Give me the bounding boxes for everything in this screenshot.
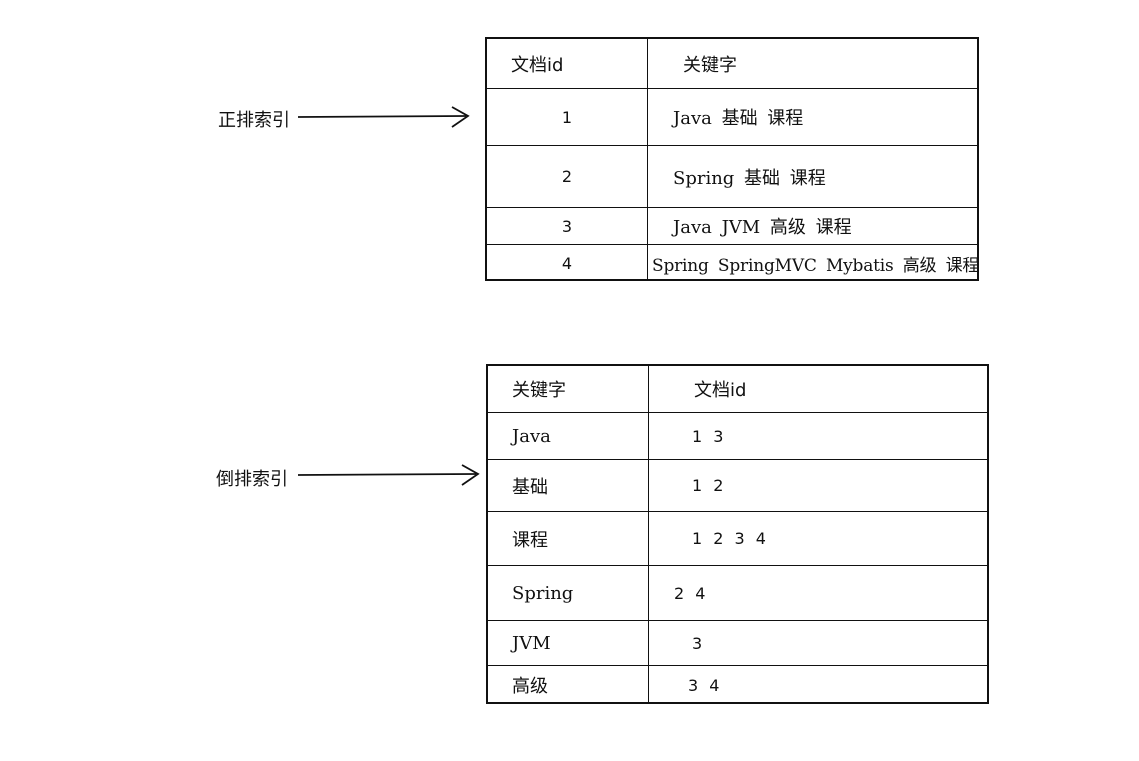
doc-id-cell: 2 [561, 167, 573, 186]
keyword-cell: 高级 [512, 676, 548, 697]
table-row: 3 Java JVM 高级 课程 [487, 208, 977, 245]
doc-ids-cell: 3 [692, 633, 703, 653]
doc-id-cell: 1 [561, 107, 573, 127]
column-divider [648, 366, 649, 702]
keywords-cell: Spring 基础 课程 [673, 167, 826, 189]
keyword-cell: 基础 [512, 476, 548, 498]
forward-index-arrow [297, 106, 470, 128]
header-doc-ids: 文档id [694, 380, 747, 401]
forward-index-table: 文档id 关键字 1 Java 基础 课程 2 Spring 基础 课程 3 J… [485, 37, 979, 281]
keywords-cell: Java JVM 高级 课程 [673, 217, 852, 238]
keywords-cell: Spring SpringMVC Mybatis 高级 课程 [652, 255, 980, 276]
table-row: 课程 1 2 3 4 [488, 512, 987, 566]
keyword-cell: Spring [512, 582, 574, 604]
table-header-row: 文档id 关键字 [487, 39, 977, 89]
table-row: Java 1 3 [488, 413, 987, 460]
doc-id-cell: 3 [561, 216, 573, 236]
keywords-cell: Java 基础 课程 [673, 108, 804, 129]
table-header-row: 关键字 文档id [488, 366, 987, 413]
inverted-index-table: 关键字 文档id Java 1 3 基础 1 2 课程 1 2 3 4 Spri… [486, 364, 989, 704]
keyword-cell: Java [512, 425, 551, 447]
inverted-index-label: 倒排索引 [216, 469, 288, 490]
table-row: Spring 2 4 [488, 566, 987, 621]
doc-ids-cell: 1 2 [692, 476, 724, 495]
header-doc-id: 文档id [511, 54, 564, 76]
doc-id-cell: 4 [561, 253, 573, 273]
table-row: 高级 3 4 [488, 666, 987, 704]
table-row: 4 Spring SpringMVC Mybatis 高级 课程 [487, 245, 980, 281]
header-keywords: 关键字 [683, 54, 737, 76]
column-divider [647, 39, 648, 279]
header-keyword: 关键字 [512, 380, 566, 401]
doc-ids-cell: 1 3 [692, 426, 724, 446]
table-row: 1 Java 基础 课程 [487, 89, 977, 146]
keyword-cell: 课程 [512, 529, 548, 551]
doc-ids-cell: 3 4 [688, 675, 720, 695]
table-row: 基础 1 2 [488, 460, 987, 512]
forward-index-label: 正排索引 [218, 110, 290, 131]
table-row: JVM 3 [488, 621, 987, 666]
doc-ids-cell: 2 4 [674, 583, 706, 603]
keyword-cell: JVM [512, 632, 551, 654]
doc-ids-cell: 1 2 3 4 [692, 529, 766, 548]
inverted-index-arrow [297, 464, 480, 486]
table-row: 2 Spring 基础 课程 [487, 146, 977, 208]
